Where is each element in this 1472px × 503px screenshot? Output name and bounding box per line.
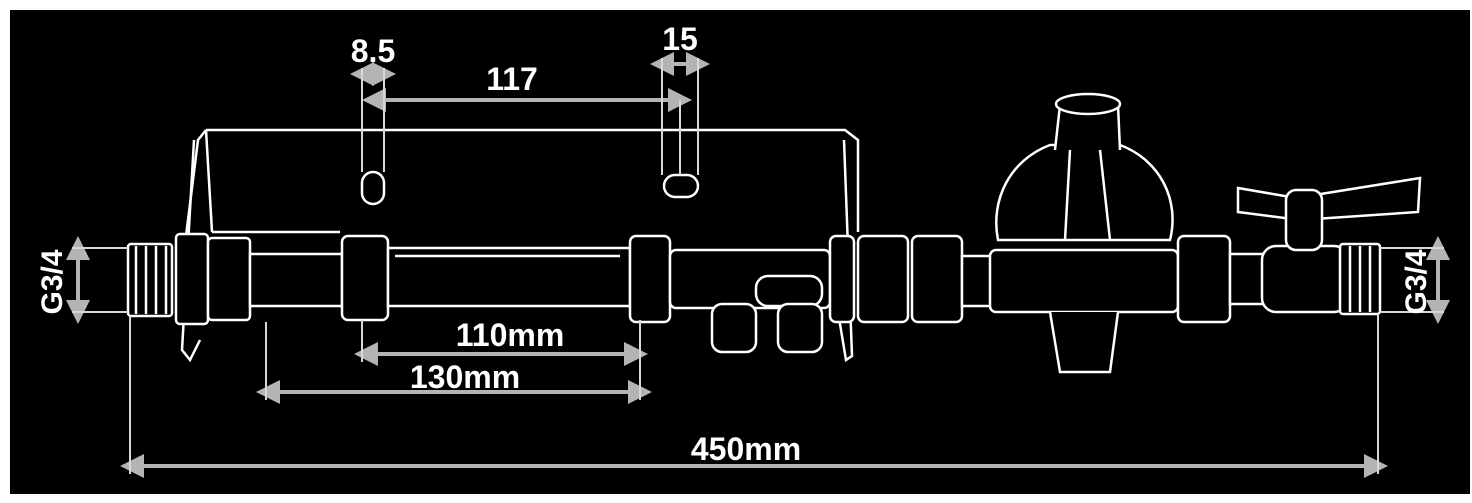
label-outer-length: 130mm — [410, 359, 520, 395]
pipe-segment-2 — [386, 246, 632, 308]
extension-lines — [72, 58, 1444, 474]
label-inner-length: 110mm — [456, 317, 565, 353]
pipe-assembly — [126, 232, 1382, 354]
manifold-outlet-2 — [776, 302, 824, 354]
slot-left — [360, 170, 386, 206]
label-thread-left: G3/4 — [36, 249, 69, 314]
dimension-lines — [66, 52, 1450, 478]
ball-valve-body — [1260, 244, 1350, 314]
label-slot-width: 8.5 — [351, 33, 395, 69]
nut-valve — [1176, 234, 1232, 324]
nut-right-1 — [856, 234, 910, 324]
nut-left — [174, 232, 210, 326]
label-slot-width-right: 15 — [662, 21, 698, 57]
pipe-segment-1 — [248, 252, 344, 308]
union-left — [340, 234, 390, 322]
label-overall-length: 450mm — [691, 431, 801, 467]
ball-valve — [1236, 176, 1422, 252]
nut-middle — [628, 234, 672, 324]
label-thread-right: G3/4 — [1400, 249, 1433, 314]
pressure-reducer — [995, 92, 1174, 374]
thread-end-left — [126, 242, 174, 318]
manifold-outlet-1 — [710, 302, 758, 354]
label-slot-spacing: 117 — [486, 61, 538, 97]
dimension-labels: 8.5 15 117 110mm 130mm 450mm G3/4 G3/4 — [36, 21, 1433, 467]
nut-right-2 — [910, 234, 964, 324]
regulator-body — [988, 248, 1180, 314]
